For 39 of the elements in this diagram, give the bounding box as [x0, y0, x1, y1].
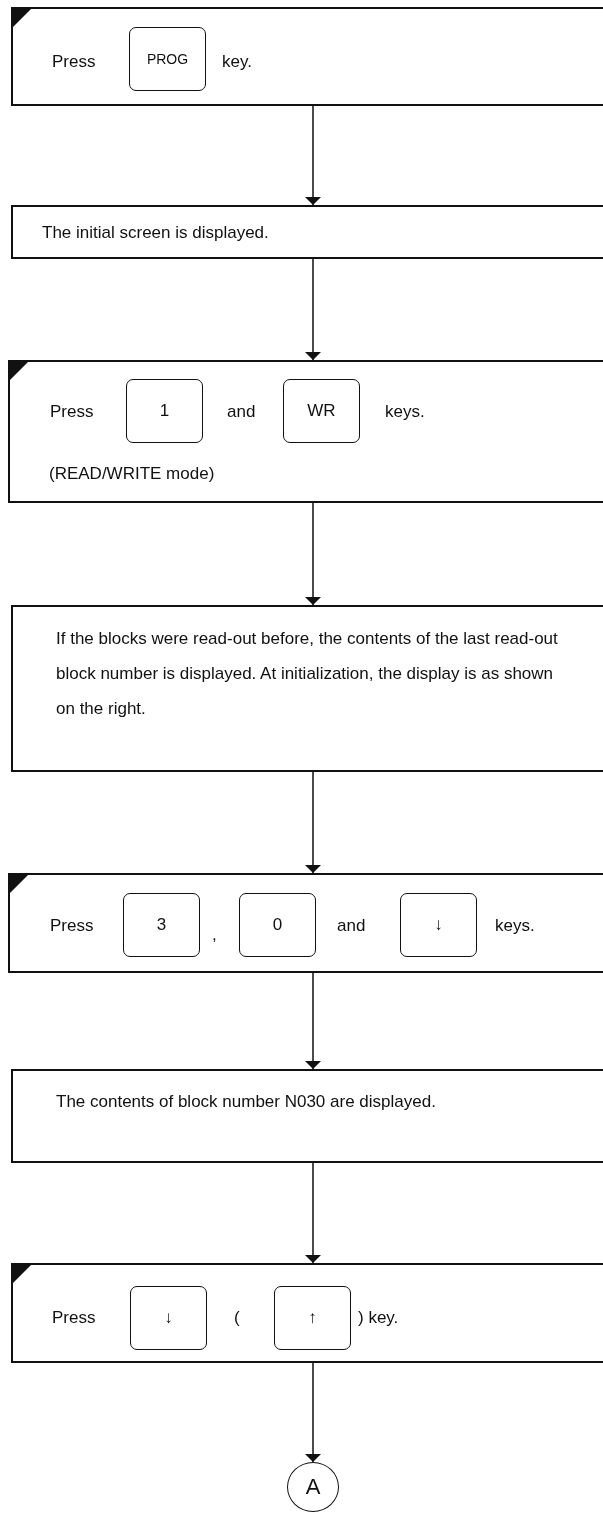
keyboard-key: 1 [126, 379, 203, 443]
instruction-text: Press [50, 916, 94, 936]
instruction-text: keys. [495, 916, 535, 936]
instruction-text: The initial screen is displayed. [42, 223, 269, 243]
process-box [11, 605, 603, 772]
instruction-text: Press [52, 1308, 96, 1328]
instruction-text: keys. [385, 402, 425, 422]
keyboard-key: PROG [129, 27, 206, 91]
keyboard-key: ↑ [274, 1286, 351, 1350]
arrow [305, 105, 321, 206]
instruction-text: The contents of block number N030 are displayed. [56, 1091, 437, 1113]
instruction-text: (READ/WRITE mode) [49, 464, 215, 484]
connector-circle: A [287, 1462, 339, 1512]
arrow [305, 771, 321, 874]
step-box [11, 1263, 603, 1363]
step-box [8, 873, 603, 973]
instruction-text: and [227, 402, 256, 422]
process-box [11, 205, 603, 259]
keyboard-key: ↓ [400, 893, 477, 957]
instruction-text: and [337, 916, 366, 936]
instruction-text: Press [52, 52, 96, 72]
keyboard-key: 3 [123, 893, 200, 957]
keyboard-key: WR [283, 379, 360, 443]
instruction-text: If the blocks were read-out before, the contents of the last read-out block number is displayed. At initialization, the display is as shown on the right. [56, 628, 559, 720]
instruction-text: Press [50, 402, 94, 422]
instruction-text: key. [222, 52, 252, 72]
instruction-text: ( [234, 1308, 240, 1328]
step-box [11, 7, 603, 106]
arrow [305, 1362, 321, 1463]
keyboard-key: 0 [239, 893, 316, 957]
arrow [305, 972, 321, 1070]
instruction-text: , [212, 925, 217, 945]
arrow [305, 1162, 321, 1264]
step-box [8, 360, 603, 503]
instruction-text: ) key. [358, 1308, 399, 1328]
arrow [305, 258, 321, 361]
arrow [305, 502, 321, 606]
keyboard-key: ↓ [130, 1286, 207, 1350]
process-box [11, 1069, 603, 1163]
